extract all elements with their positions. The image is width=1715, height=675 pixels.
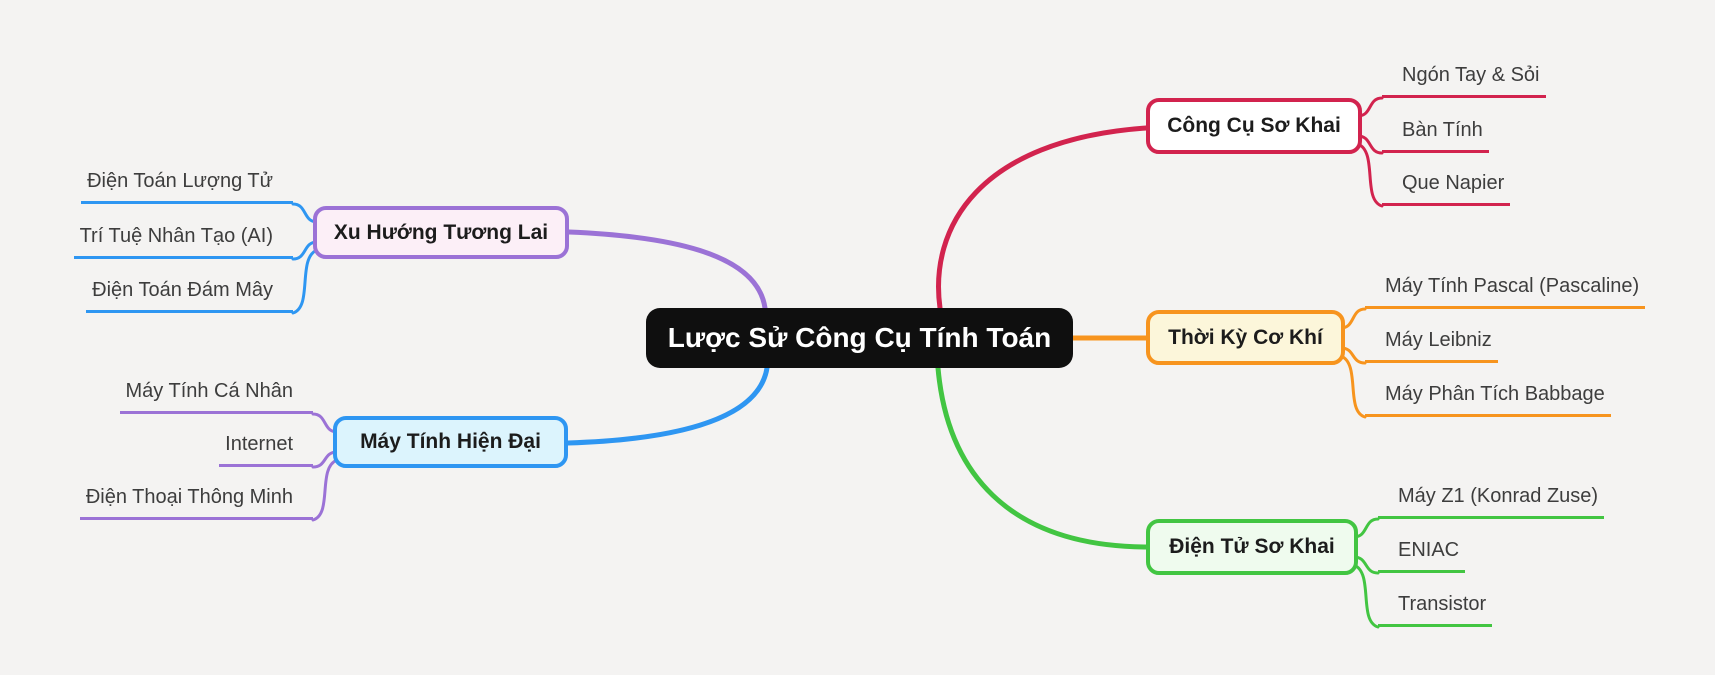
branch-node-thoi-ky-co-khi[interactable]: Thời Kỳ Cơ Khí [1146, 310, 1345, 365]
branch-node-label: Công Cụ Sơ Khai [1167, 114, 1341, 137]
link-may-tinh-hien-dai-child-2 [311, 458, 339, 522]
link-xu-huong-tuong-lai-child-2 [291, 248, 319, 315]
child-node-ban-tinh[interactable]: Bàn Tính [1382, 118, 1489, 153]
link-root-to-xu-huong-tuong-lai [566, 229, 768, 311]
child-node-dien-toan-luong-tu[interactable]: Điện Toán Lượng Tử [81, 169, 293, 204]
child-node-tri-tue-nhan-tao-ai[interactable]: Trí Tuệ Nhân Tạo (AI) [73, 224, 293, 259]
child-node-may-leibniz[interactable]: Máy Leibniz [1365, 328, 1498, 363]
child-node-transistor[interactable]: Transistor [1378, 592, 1493, 627]
child-node-may-tinh-pascal[interactable]: Máy Tính Pascal (Pascaline) [1365, 274, 1646, 309]
child-node-dien-thoai-thong-minh[interactable]: Điện Thoại Thông Minh [79, 485, 313, 520]
branch-node-label: Điện Tử Sơ Khai [1169, 535, 1335, 558]
child-node-may-phan-tich-babbage[interactable]: Máy Phân Tích Babbage [1365, 382, 1611, 417]
link-root-to-may-tinh-hien-dai [565, 365, 770, 446]
root-node-label: Lược Sử Công Cụ Tính Toán [667, 322, 1052, 353]
branch-node-xu-huong-tuong-lai[interactable]: Xu Hướng Tương Lai [313, 206, 569, 259]
link-root-to-cong-cu-so-khai [936, 125, 1149, 311]
child-node-que-napier[interactable]: Que Napier [1382, 171, 1511, 206]
child-node-dien-toan-dam-may[interactable]: Điện Toán Đám Mây [86, 278, 293, 313]
child-node-may-z1-konrad-zuse[interactable]: Máy Z1 (Konrad Zuse) [1378, 484, 1605, 519]
child-node-ngon-tay-va-soi[interactable]: Ngón Tay & Sỏi [1382, 63, 1546, 98]
branch-node-may-tinh-hien-dai[interactable]: Máy Tính Hiện Đại [333, 416, 568, 468]
branch-node-label: Máy Tính Hiện Đại [360, 430, 541, 453]
branch-node-label: Xu Hướng Tương Lai [333, 220, 549, 244]
link-thoi-ky-co-khi-child-2 [1339, 354, 1367, 419]
branch-node-label: Thời Kỳ Cơ Khí [1168, 325, 1323, 349]
link-dien-tu-so-khai-child-2 [1352, 563, 1380, 629]
branch-node-cong-cu-so-khai[interactable]: Công Cụ Sơ Khai [1146, 98, 1362, 154]
child-node-internet[interactable]: Internet [219, 432, 313, 467]
branch-node-dien-tu-so-khai[interactable]: Điện Tử Sơ Khai [1146, 519, 1358, 575]
link-root-to-dien-tu-so-khai [935, 365, 1149, 550]
link-cong-cu-so-khai-child-2 [1356, 142, 1384, 208]
root-node[interactable]: Lược Sử Công Cụ Tính Toán [646, 308, 1073, 368]
child-node-may-tinh-ca-nhan[interactable]: Máy Tính Cá Nhân [119, 379, 313, 414]
child-node-eniac[interactable]: ENIAC [1378, 538, 1466, 573]
